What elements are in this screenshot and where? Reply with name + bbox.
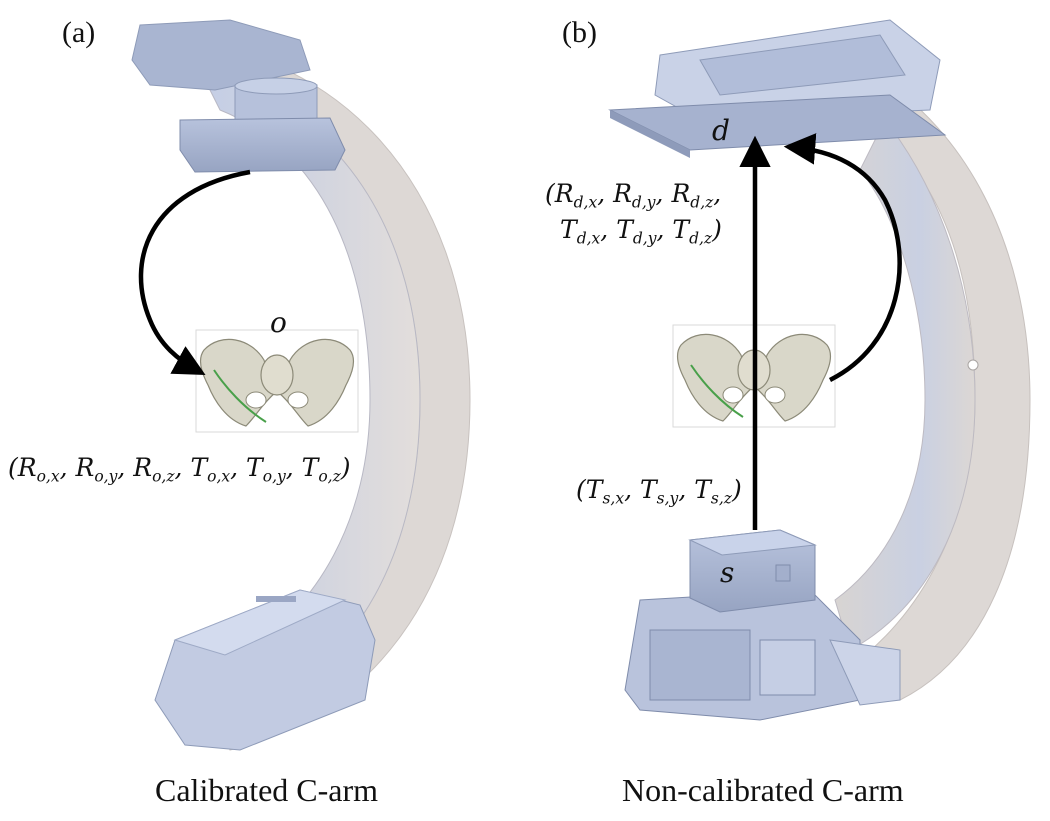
panel-b-tag: (b) <box>562 16 597 49</box>
detector-params-line2: Td,x, Td,y, Td,z) <box>560 215 722 248</box>
detector-rotation-arrow <box>783 133 902 383</box>
source-params: (Ts,x, Ts,y, Ts,z) <box>576 475 742 508</box>
calibrated-carm-model <box>131 19 471 751</box>
detector-params-line1: (Rd,x, Rd,y, Rd,z, <box>545 179 722 212</box>
caption-calibrated: Calibrated C-arm <box>155 772 379 808</box>
detector-plate <box>179 117 346 173</box>
pelvis-image-a <box>195 329 359 433</box>
panel-a-tag: (a) <box>62 16 96 49</box>
non-calibrated-carm-model <box>608 19 1031 721</box>
source-symbol-s: s <box>720 556 735 589</box>
object-symbol-o: o <box>270 306 287 339</box>
object-pose-params: (Ro,x, Ro,y, Ro,z, To,x, To,y, To,z) <box>8 453 351 486</box>
projection-arrow-a <box>138 169 251 376</box>
caption-non-calibrated: Non-calibrated C-arm <box>622 772 904 808</box>
detector-symbol-d: d <box>712 114 730 147</box>
